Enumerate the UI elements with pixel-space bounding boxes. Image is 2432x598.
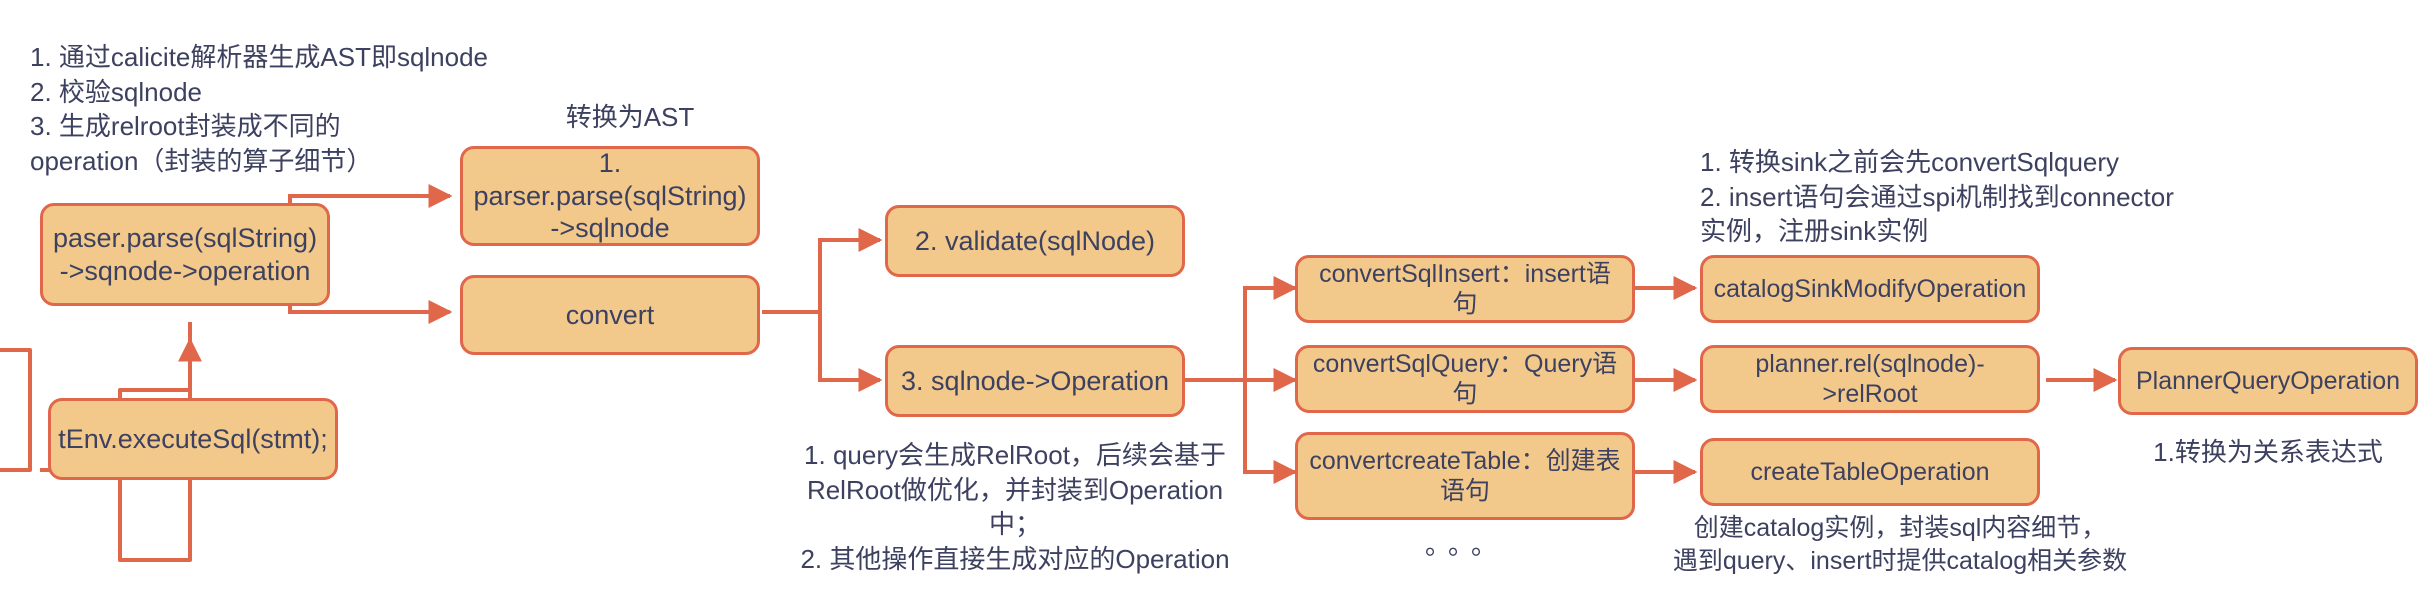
node-tenv-executesql[interactable]: tEnv.executeSql(stmt); [48, 398, 338, 480]
wire-convert-to-sqlnode-op [818, 312, 883, 392]
note-top-left: 1. 通过calicite解析器生成AST即sqlnode 2. 校验sqlno… [30, 42, 489, 176]
node-create-table-operation[interactable]: createTableOperation [1700, 438, 2040, 506]
note-convert-to-ast: 转换为AST [565, 102, 695, 132]
note-sink-spi: 1. 转换sink之前会先convertSqlquery 2. insert语句… [1700, 147, 2174, 247]
wire-convert-to-validate [818, 228, 883, 312]
note-query-relroot: 1. query会生成RelRoot，后续会基于 RelRoot做优化，并封装到… [800, 440, 1230, 574]
node-parser-parse-sqlnode[interactable]: 1. parser.parse(sqlString) ->sqlnode [460, 146, 760, 246]
node-planner-query-operation[interactable]: PlannerQueryOperation [2118, 347, 2418, 415]
wire-op-to-insert [1243, 276, 1298, 380]
node-catalog-sink-modify-operation[interactable]: catalogSinkModifyOperation [1700, 255, 2040, 323]
node-convert-sql-insert[interactable]: convertSqlInsert：insert语句 [1295, 255, 1635, 323]
node-convert-create-table[interactable]: convertcreateTable：创建表 语句 [1295, 432, 1635, 520]
ellipsis-more-converters: 。。。 [1425, 530, 1508, 560]
node-paser-parse[interactable]: paser.parse(sqlString) ->sqnode->operati… [40, 203, 330, 306]
node-convert[interactable]: convert [460, 275, 760, 355]
node-sqlnode-to-operation[interactable]: 3. sqlnode->Operation [885, 345, 1185, 417]
node-planner-rel[interactable]: planner.rel(sqlnode)->relRoot [1700, 345, 2040, 413]
node-validate[interactable]: 2. validate(sqlNode) [885, 205, 1185, 277]
note-relational-expression: 1.转换为关系表达式 [2153, 437, 2383, 467]
wire-op-to-createtable [1243, 380, 1298, 484]
note-catalog: 创建catalog实例，封装sql内容细节， 遇到query、insert时提供… [1672, 514, 2128, 576]
node-convert-sql-query[interactable]: convertSqlQuery：Query语句 [1295, 345, 1635, 413]
